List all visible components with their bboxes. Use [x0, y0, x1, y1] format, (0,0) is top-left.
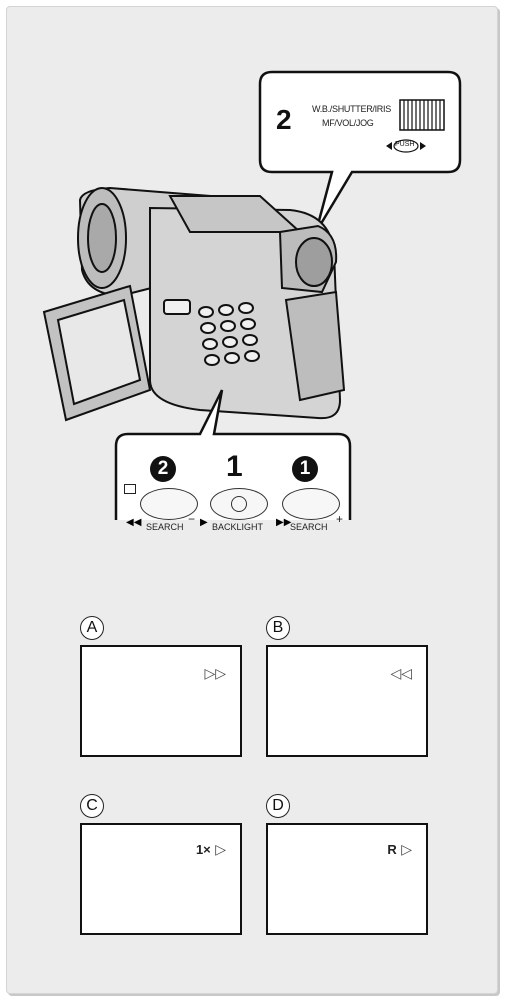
index-icon	[124, 484, 136, 494]
screen-b-letter: B	[266, 616, 290, 640]
left-step-badge: 2	[150, 456, 176, 482]
screen-d-play-icon: ▷	[401, 841, 412, 857]
backlight-circle-icon	[231, 496, 247, 512]
dial-wheel-icon	[386, 99, 445, 153]
dial-label-line2: MF/VOL/JOG	[322, 118, 374, 128]
screen-c-indicator-group: 1× ▷	[196, 841, 226, 859]
screen-c-letter: C	[80, 794, 104, 818]
screen-a-indicator: ▷▷	[204, 665, 226, 681]
search-forward-button[interactable]	[282, 488, 340, 520]
left-search-label: SEARCH	[146, 522, 184, 532]
play-icon: ▶	[200, 517, 208, 528]
button-callout-box	[114, 389, 352, 520]
screen-a-letter: A	[80, 616, 104, 640]
right-step-badge: 1	[292, 456, 318, 482]
dial-push-label: PUSH	[395, 141, 415, 148]
dial-step-number: 2	[276, 104, 292, 135]
screen-d: R ▷	[266, 823, 428, 935]
screen-d-reverse-label: R	[387, 842, 397, 857]
screen-a: ▷▷	[80, 645, 242, 757]
fast-forward-icon: ▶▶	[276, 517, 292, 528]
backlight-button[interactable]	[210, 488, 268, 520]
backlight-label: BACKLIGHT	[212, 522, 264, 532]
left-minus-sign: −	[188, 512, 196, 526]
right-search-label: SEARCH	[290, 522, 328, 532]
screen-c-speed-label: 1×	[195, 842, 211, 857]
screen-d-indicator-group: R ▷	[387, 841, 412, 859]
screen-b-indicator: ◁◁	[390, 665, 412, 681]
screen-b: ◁◁	[266, 645, 428, 757]
dial-label-line1: W.B./SHUTTER/IRIS	[312, 104, 391, 114]
center-step-number: 1	[226, 450, 243, 483]
right-plus-sign: +	[336, 512, 344, 526]
dial-callout-box	[258, 70, 462, 233]
screen-c: 1× ▷	[80, 823, 242, 935]
screen-d-letter: D	[266, 794, 290, 818]
search-rewind-button[interactable]	[140, 488, 198, 520]
screen-c-play-icon: ▷	[215, 841, 226, 857]
rewind-icon: ◀◀	[126, 517, 142, 528]
camcorder-illustration	[42, 186, 346, 422]
illustration-layer	[42, 70, 462, 520]
